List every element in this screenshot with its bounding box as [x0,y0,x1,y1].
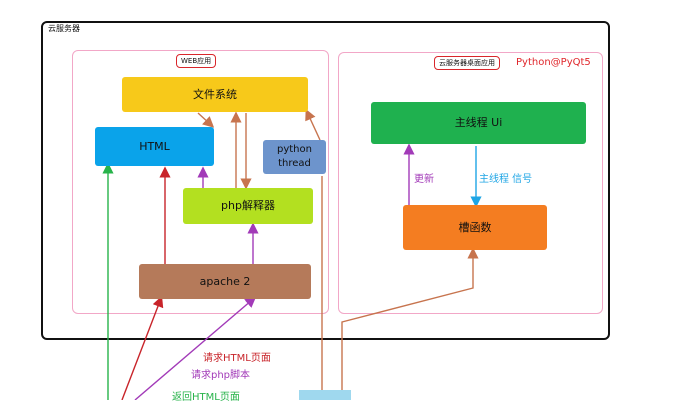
edge-label-request-html: 请求HTML页面 [203,353,271,364]
node-html: HTML [95,127,214,166]
node-slot: 槽函数 [403,205,547,250]
desktop-app-panel [338,52,603,314]
node-main-thread: 主线程 Ui [371,102,586,144]
node-python-thread-line1: python [277,143,312,155]
edge-label-request-php: 请求php脚本 [191,370,251,381]
node-filesystem: 文件系统 [122,77,308,112]
node-python-thread-line2: thread [278,158,311,169]
cloud-server-label: 云服务器 [48,24,80,33]
edge-request-html [121,295,164,400]
edge-label-signal: 主线程 信号 [479,174,533,185]
web-app-panel [72,50,329,314]
cloud-server-frame [41,21,610,340]
edge-request-php [134,296,257,400]
node-python-thread: python thread [263,140,326,174]
node-apache: apache 2 [139,264,311,299]
edge-filesystem-html [197,112,215,128]
external-client-block [299,390,351,400]
edge-label-return-html: 返回HTML页面 [172,392,240,403]
web-app-tag: WEB应用 [176,54,217,68]
edge-external-slot [341,247,479,400]
node-php: php解释器 [183,188,313,224]
edge-label-update: 更新 [414,174,434,185]
framework-label: Python@PyQt5 [516,57,591,68]
desktop-app-tag: 云服务器桌面应用 [434,56,500,70]
edge-python-filesystem [305,108,321,141]
